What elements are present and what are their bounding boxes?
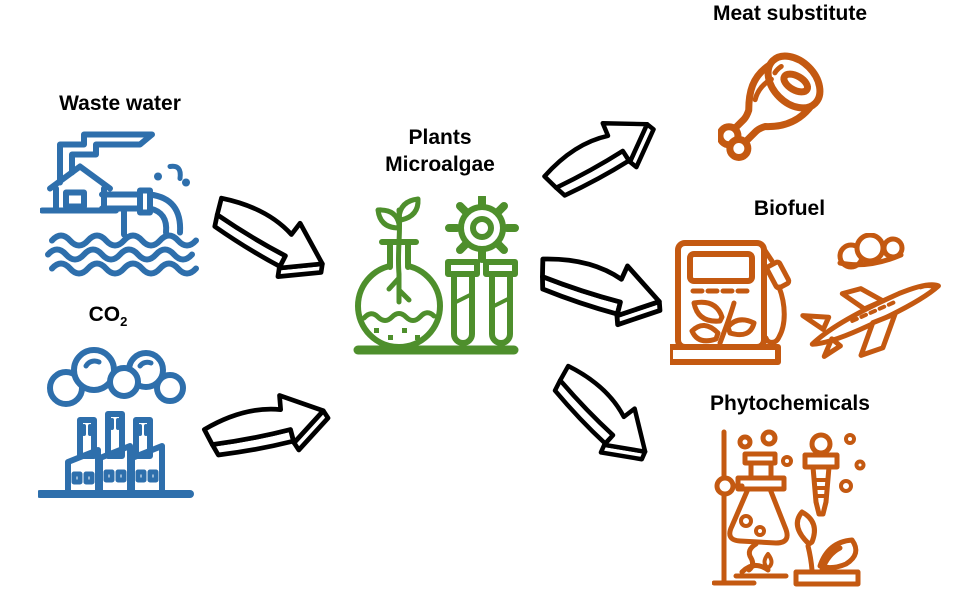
factory-buildings-icon	[38, 411, 194, 498]
arrow-plants-to-phytochemicals	[533, 354, 670, 477]
wastewater-outfall-icon	[40, 124, 202, 280]
arrow-co2-to-plants	[195, 373, 339, 484]
water-waves-icon	[45, 232, 199, 277]
plant-icon	[793, 509, 861, 587]
cloud-icon	[837, 233, 905, 270]
sprout-icon	[375, 196, 421, 305]
lab-extraction-plant-icon	[712, 426, 870, 588]
arrow-plants-to-biofuel	[530, 246, 670, 332]
factory-emissions-icon	[38, 344, 196, 502]
airplane-clouds-icon	[793, 233, 953, 365]
airplane-icon	[800, 282, 941, 359]
burner-flame-icon	[733, 541, 789, 579]
lab-stand-flask-icon	[712, 429, 790, 586]
phytochemicals-label: Phytochemicals	[710, 392, 870, 415]
biofuel-label: Biofuel	[753, 197, 826, 220]
co2-label: CO2	[88, 303, 128, 330]
gear-icon	[445, 196, 519, 263]
biofuel-pump-icon	[670, 239, 792, 365]
bubbles-icon	[737, 429, 866, 493]
meat-leg-icon	[718, 36, 850, 168]
meat-substitute-label: Meat substitute	[712, 2, 867, 25]
discharge-pipe-icon	[99, 163, 190, 238]
fuel-pump-icon	[670, 240, 781, 365]
house-smoke-icon	[40, 131, 155, 214]
arrow-plants-to-meat-substitute	[533, 92, 668, 220]
test-tubes-icon	[445, 259, 518, 346]
waste-water-label: Waste water	[59, 92, 181, 115]
fuel-nozzle-icon	[761, 246, 792, 345]
plants-microalgae-label: Plants Microalgae	[385, 126, 495, 176]
dropper-icon	[802, 432, 840, 517]
smoke-cloud-icon	[47, 347, 186, 407]
flask-plant-gear-test-tubes-icon	[352, 196, 520, 360]
arrow-waste-water-to-plants	[197, 185, 341, 293]
